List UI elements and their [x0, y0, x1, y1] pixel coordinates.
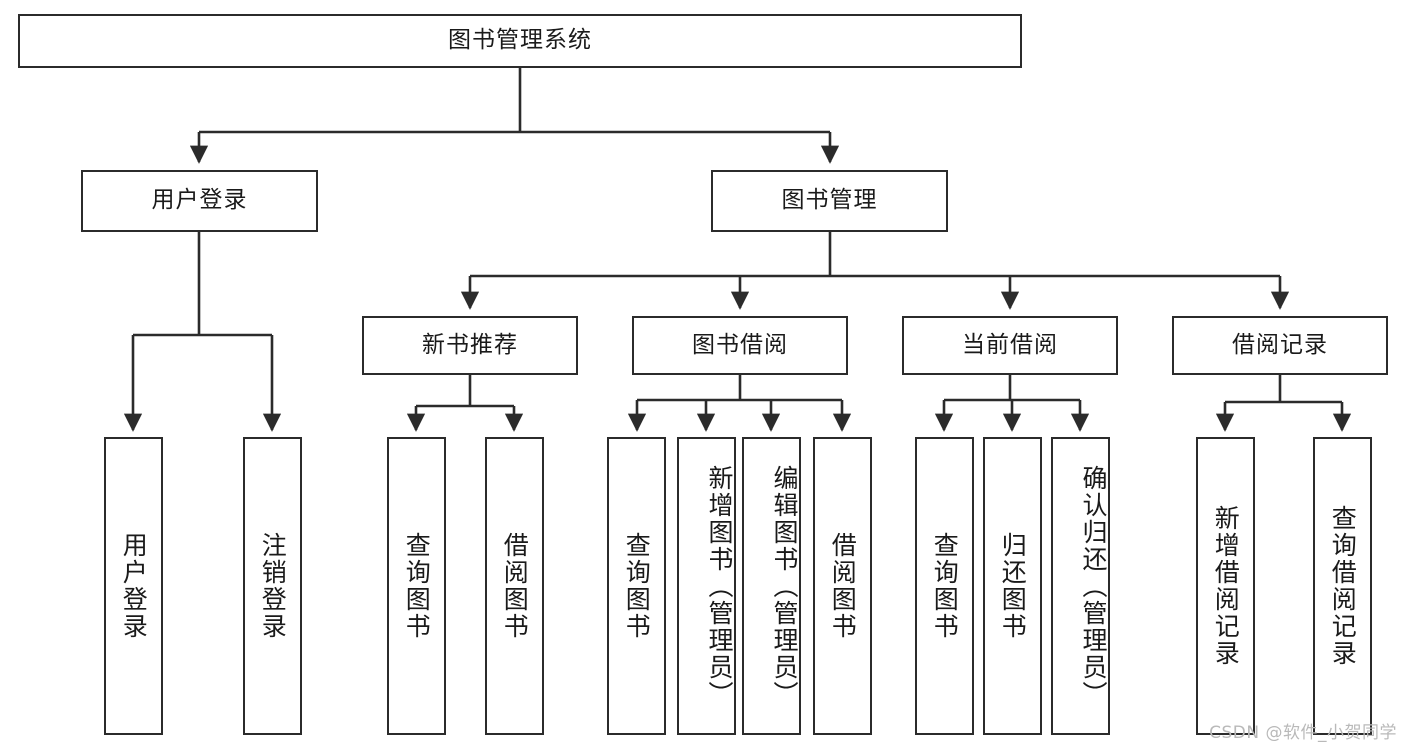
leaf-current-borrow-query[interactable]: 查询图书 [915, 437, 974, 735]
csdn-watermark: CSDN @软件_小贺同学 [1209, 723, 1397, 743]
leaf-book-borrow-add[interactable]: 新增图书（管理员） [677, 437, 736, 735]
leaf-borrow-record-add[interactable]: 新增借阅记录 [1196, 437, 1255, 735]
leaf-current-borrow-return[interactable]: 归还图书 [983, 437, 1042, 735]
leaf-user-login-signin[interactable]: 用户登录 [104, 437, 163, 735]
node-book-borrow[interactable]: 图书借阅 [632, 316, 848, 375]
leaf-new-book-query[interactable]: 查询图书 [387, 437, 446, 735]
node-root[interactable]: 图书管理系统 [18, 14, 1022, 68]
node-book-management[interactable]: 图书管理 [711, 170, 948, 232]
leaf-book-borrow-lend[interactable]: 借阅图书 [813, 437, 872, 735]
leaf-book-borrow-query[interactable]: 查询图书 [607, 437, 666, 735]
leaf-current-borrow-confirm-return[interactable]: 确认归还（管理员） [1051, 437, 1110, 735]
node-user-login[interactable]: 用户登录 [81, 170, 318, 232]
leaf-user-login-signout[interactable]: 注销登录 [243, 437, 302, 735]
leaf-new-book-borrow[interactable]: 借阅图书 [485, 437, 544, 735]
leaf-borrow-record-query[interactable]: 查询借阅记录 [1313, 437, 1372, 735]
node-current-borrow[interactable]: 当前借阅 [902, 316, 1118, 375]
leaf-book-borrow-edit[interactable]: 编辑图书（管理员） [742, 437, 801, 735]
node-new-book-recommend[interactable]: 新书推荐 [362, 316, 578, 375]
node-borrow-record[interactable]: 借阅记录 [1172, 316, 1388, 375]
